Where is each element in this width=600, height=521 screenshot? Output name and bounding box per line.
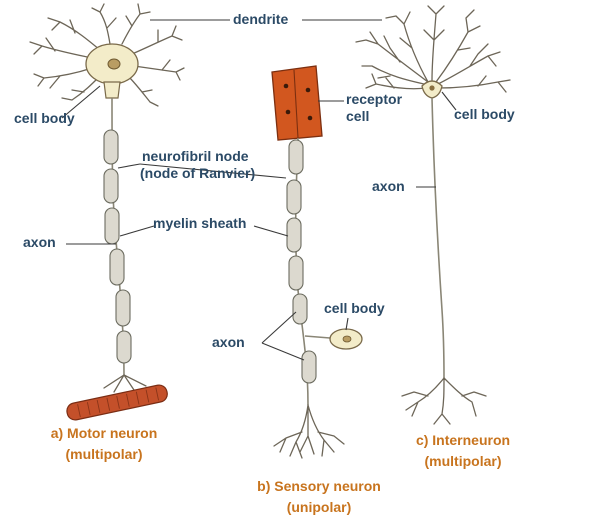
muscle-fiber: [65, 384, 168, 422]
motor-axon-label: axon: [23, 234, 56, 251]
node-of-ranvier-label: (node of Ranvier): [140, 165, 255, 182]
myelin-segment: [293, 294, 307, 324]
myelin-segment: [289, 256, 303, 290]
motor-nucleus: [108, 59, 120, 69]
myelin-segment: [104, 130, 118, 164]
myelin-segment: [302, 351, 316, 383]
dendrite-label: dendrite: [233, 11, 288, 28]
myelin-segment: [110, 249, 124, 285]
receptor-cell-label: cell: [346, 108, 369, 125]
sensory-myelin-segments: [287, 140, 316, 383]
receptor-label: receptor: [346, 91, 402, 108]
myelin-segment: [105, 208, 119, 244]
sensory-caption: b) Sensory neuron: [234, 478, 404, 495]
myelin-segment: [117, 331, 131, 363]
interneuron-axon-label: axon: [372, 178, 405, 195]
neurofibril-node-label: neurofibril node: [142, 148, 249, 165]
myelin-segment: [116, 290, 130, 326]
myelin-segment: [289, 140, 303, 174]
myelin-segment: [287, 218, 301, 252]
motor-cell-body-label: cell body: [14, 110, 75, 127]
sensory-cell-body-stalk: [305, 336, 330, 338]
leader-axon-sensory-upper: [262, 312, 296, 343]
sensory-axon-label: axon: [212, 334, 245, 351]
sensory-dendrites: [274, 405, 344, 458]
interneuron: [356, 6, 510, 424]
motor-caption-type: (multipolar): [24, 446, 184, 463]
leader-axon-sensory-lower: [262, 343, 304, 360]
interneuron-caption: c) Interneuron: [388, 432, 538, 449]
sensory-caption-type: (unipolar): [234, 499, 404, 516]
interneuron-cell-body-label: cell body: [454, 106, 515, 123]
leader-node-motor: [118, 164, 140, 168]
interneuron-axon: [432, 98, 444, 378]
interneuron-nucleus: [429, 85, 434, 90]
leader-myelin-sensory: [254, 226, 288, 236]
receptor-cell: [272, 66, 322, 140]
sensory-nucleus: [343, 336, 351, 342]
motor-axon-hillock: [104, 82, 120, 98]
motor-myelin-segments: [104, 130, 131, 363]
myelin-segment: [104, 169, 118, 203]
motor-caption: a) Motor neuron: [24, 425, 184, 442]
interneuron-axon-terminals: [402, 378, 486, 424]
myelin-sheath-label: myelin sheath: [153, 215, 246, 232]
interneuron-caption-type: (multipolar): [388, 453, 538, 470]
myelin-segment: [287, 180, 301, 214]
motor-neuron: [30, 4, 184, 421]
interneuron-dendrites: [356, 6, 510, 92]
leader-myelin-motor: [120, 226, 154, 236]
sensory-cell-body-label: cell body: [324, 300, 385, 317]
leader-cell-body-sensory: [346, 318, 348, 330]
